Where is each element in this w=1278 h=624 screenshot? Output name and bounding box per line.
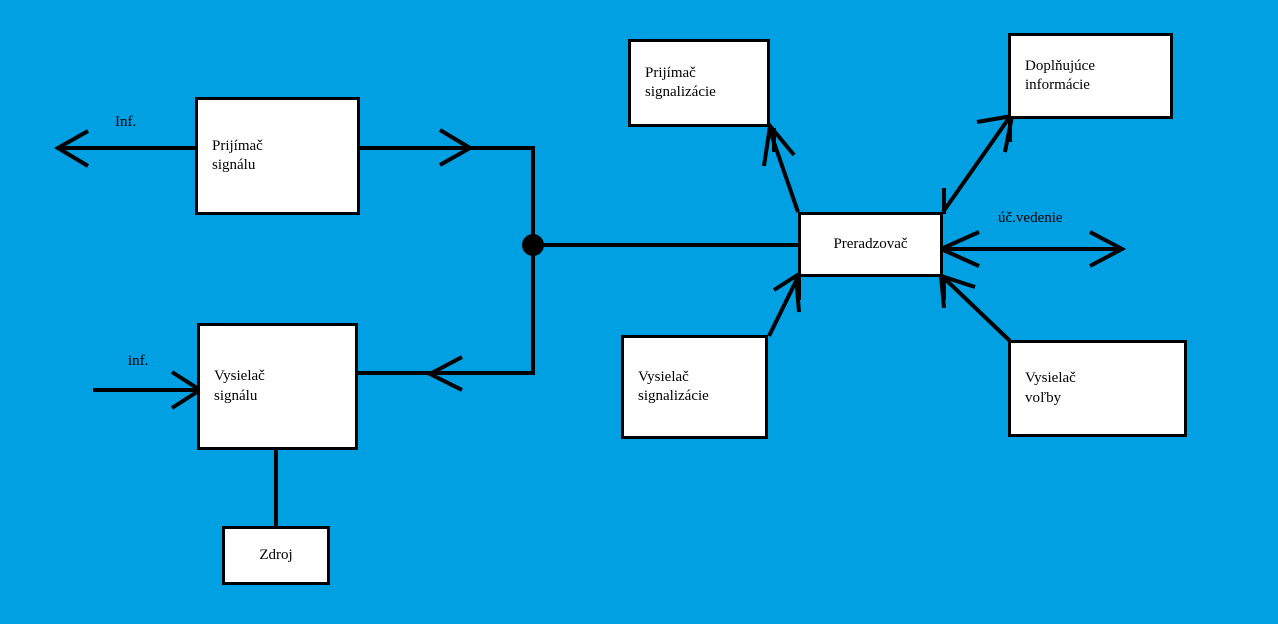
node-vysielac-volby[interactable]: Vysielač voľby xyxy=(1008,340,1187,437)
node-preradzovac-label: Preradzovač xyxy=(833,235,908,252)
arrowhead-prijimac-to-bus xyxy=(438,128,474,167)
node-doplnujuce-informacie-label: Doplňujúce informácie xyxy=(1025,57,1095,94)
arrowhead-vysielac-signalizacie xyxy=(772,272,801,313)
edge-vysielac-volby-to-preradzovac xyxy=(941,275,1012,343)
edge-vysielac-signalizacie-to-preradzovac xyxy=(767,276,800,337)
arrowhead-uc-vedenie-right xyxy=(1089,230,1127,268)
node-zdroj-label: Zdroj xyxy=(259,546,293,563)
node-vysielac-signalu[interactable]: Vysielač signálu xyxy=(197,323,358,450)
node-vysielac-volby-label: Vysielač voľby xyxy=(1025,370,1076,406)
node-prijimac-signalu[interactable]: Prijímač signálu xyxy=(195,97,360,215)
node-doplnujuce-informacie[interactable]: Doplňujúce informácie xyxy=(1008,33,1173,119)
node-prijimac-signalizacie[interactable]: Prijímač signalizácie xyxy=(628,39,770,127)
node-vysielac-signalizacie-label: Vysielač signalizácie xyxy=(638,368,709,405)
node-zdroj[interactable]: Zdroj xyxy=(222,526,330,585)
edge-label-inf-in: inf. xyxy=(128,353,149,369)
edge-label-inf-out: Inf. xyxy=(115,114,137,130)
arrowhead-prijimac-signalizacie xyxy=(762,121,796,167)
arrowhead-inf-out xyxy=(54,129,90,168)
node-vysielac-signalu-label: Vysielač signálu xyxy=(214,368,265,404)
edge-preradzovac-to-doplnujuce xyxy=(941,116,1011,214)
node-prijimac-signalu-label: Prijímač signálu xyxy=(212,137,263,174)
node-vysielac-signalizacie[interactable]: Vysielač signalizácie xyxy=(621,335,768,439)
arrowhead-bus-to-vysielac xyxy=(425,355,463,392)
node-preradzovac[interactable]: Preradzovač xyxy=(798,212,943,277)
node-prijimac-signalizacie-label: Prijímač signalizácie xyxy=(645,64,716,101)
edge-label-uc-vedenie: úč.vedenie xyxy=(998,210,1063,226)
bus-junction-dot xyxy=(522,234,544,256)
